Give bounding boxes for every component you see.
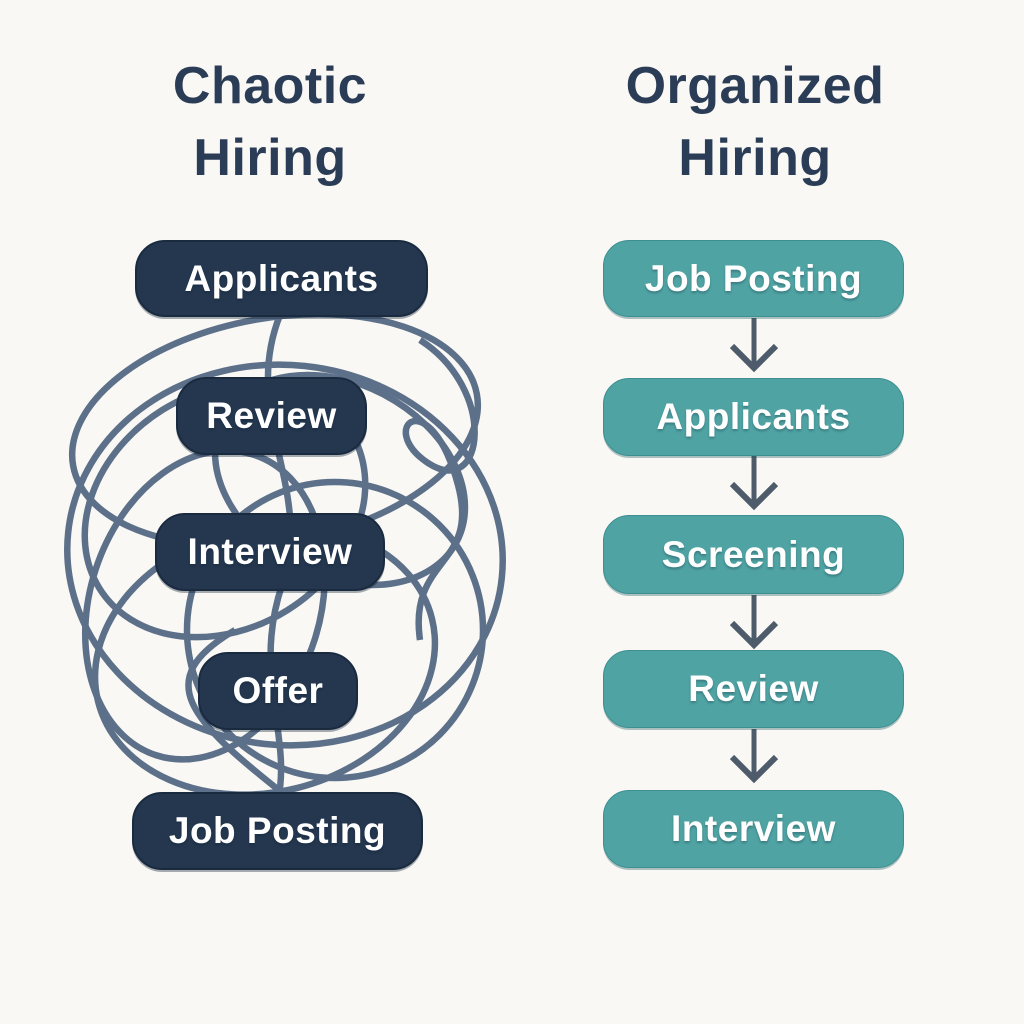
stage-label: Review [688, 668, 819, 709]
stage-label: Job Posting [644, 257, 863, 299]
title-line: Hiring [678, 129, 832, 187]
organized-stage-screening: Screening [603, 515, 904, 594]
title-line: Hiring [193, 129, 347, 187]
arrow-down-icon [729, 456, 779, 511]
chaotic-stage-review: Review [176, 377, 367, 455]
chaotic-hiring-title: Chaotic Hiring [85, 50, 455, 194]
title-line: Organized [625, 57, 885, 115]
stage-label: Offer [232, 670, 324, 711]
stage-label: Job Posting [168, 810, 387, 851]
organized-stage-interview: Interview [603, 790, 904, 868]
chaotic-stage-applicants: Applicants [135, 240, 428, 317]
organized-stage-applicants: Applicants [603, 378, 904, 456]
stage-label: Screening [661, 533, 846, 575]
organized-stage-review: Review [603, 650, 904, 728]
title-line: Chaotic [172, 57, 368, 115]
chaotic-stage-job-posting: Job Posting [132, 792, 423, 870]
stage-label: Applicants [184, 257, 379, 299]
arrow-down-icon [729, 729, 779, 784]
arrow-down-icon [729, 595, 779, 650]
organized-stage-job-posting: Job Posting [603, 240, 904, 317]
stage-label: Review [206, 395, 337, 436]
stage-label: Interview [671, 808, 836, 849]
chaotic-stage-offer: Offer [198, 652, 358, 730]
chaotic-stage-interview: Interview [155, 513, 385, 591]
organized-hiring-title: Organized Hiring [565, 50, 945, 194]
stage-label: Applicants [656, 396, 851, 437]
arrow-down-icon [729, 318, 779, 373]
stage-label: Interview [187, 531, 353, 572]
